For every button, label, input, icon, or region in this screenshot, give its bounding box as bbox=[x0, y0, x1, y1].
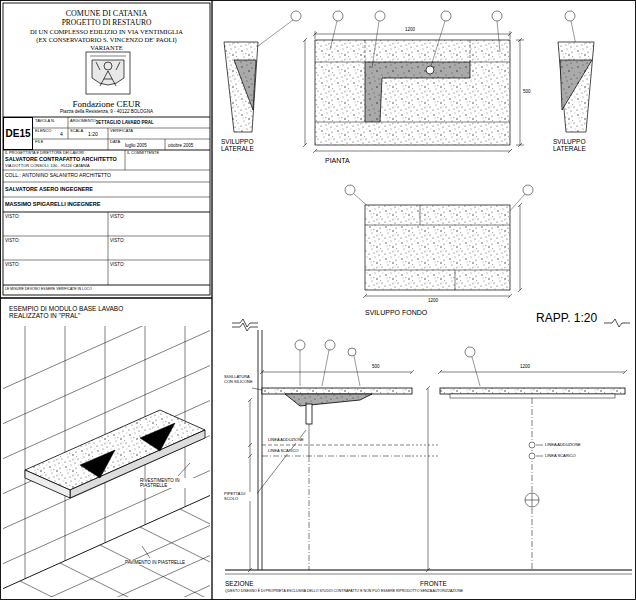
sheet-label: ARGOMENTO bbox=[70, 119, 96, 124]
sheet-label: FILE bbox=[35, 140, 43, 145]
note-label: SIGILLATURA CON SILICONE bbox=[224, 375, 257, 384]
sheet-number-box: DE15 bbox=[3, 117, 33, 150]
sheet-label: VIA DOTTOR CONSOLI, 130 - 95124 CATANIA bbox=[5, 164, 90, 169]
sheet-label: SALVATORE ASERO INGEGNERE bbox=[5, 186, 93, 192]
project-title: (EX CONSERVATORIO S. VINCENZO DE' PAOLI) bbox=[3, 36, 210, 43]
sheet-label: LE MISURE DEVONO ESSERE VERIFICATE IN LO… bbox=[5, 287, 205, 291]
dimension: 1200 bbox=[405, 27, 415, 32]
sheet-label: VISTO: bbox=[110, 238, 125, 243]
view-title: SVILUPPO LATERALE bbox=[221, 138, 271, 153]
dimension: 500 bbox=[372, 364, 380, 369]
client-name: Fondazione CEUR bbox=[3, 99, 210, 109]
dimension: 1200 bbox=[428, 298, 438, 303]
view-title: SVILUPPO LATERALE bbox=[553, 138, 603, 153]
project-title: PROGETTO DI RESTAURO bbox=[3, 19, 210, 28]
view-title: PIANTA bbox=[325, 157, 350, 165]
sheet-label: luglio 2005 bbox=[125, 143, 147, 148]
subject-field: DETTAGLIO LAVABO PRAL bbox=[95, 120, 163, 127]
view-title: FRONTE bbox=[420, 580, 447, 587]
project-title: DI UN COMPLESSO EDILIZIO IN VIA VENTIMIG… bbox=[3, 28, 210, 35]
sheet-note: QUESTO DISEGNO È DI PROPRIETÀ ESCLUSIVA … bbox=[225, 589, 630, 593]
sheet-label: IL PROGETTISTA E DIRETTORE DEI LAVORI bbox=[5, 151, 84, 155]
view-title: SEZIONE bbox=[225, 580, 254, 587]
line-label: LINEA ADDUZIONE bbox=[545, 443, 581, 448]
sheet-label: 4 bbox=[60, 132, 63, 138]
sheet-label: VERIFICATA bbox=[110, 129, 133, 134]
scale-label: RAPP. 1:20 bbox=[536, 312, 597, 326]
example-panel: ESEMPIO DI MODULO BASE LAVABO REALIZZATO… bbox=[3, 299, 210, 597]
sheet-label: SCALA bbox=[70, 129, 83, 134]
panel-heading: ESEMPIO DI MODULO BASE LAVABO REALIZZATO… bbox=[9, 305, 129, 320]
sheet-label: ELENCO bbox=[35, 129, 51, 134]
sheet-number: DE15 bbox=[4, 128, 32, 140]
sheet-label: ottobre 2005 bbox=[168, 143, 193, 148]
municipality-name: COMUNE DI CATANIA bbox=[3, 9, 210, 18]
dimension: 1200 bbox=[520, 364, 530, 369]
title-header: COMUNE DI CATANIAPROGETTO DI RESTAURODI … bbox=[3, 3, 210, 116]
sheet-label: COLL.: ANTONINO SALANITRO ARCHITETTO bbox=[5, 173, 111, 179]
revision-note: VARIANTE bbox=[3, 44, 210, 51]
line-label: LINEA SCARICO bbox=[268, 449, 299, 454]
line-label: LINEA ADDUZIONE bbox=[268, 438, 304, 443]
sheet-label: DATA bbox=[110, 140, 120, 145]
sheet-label: IL COMMITTENTE bbox=[127, 151, 159, 155]
sheet-label: VISTO: bbox=[5, 214, 20, 219]
sheet-subject: DETTAGLIO LAVABO PRAL bbox=[95, 120, 154, 125]
line-label: LINEA SCARICO bbox=[545, 454, 576, 459]
note-label: PIPETTA DI SCOLO bbox=[224, 492, 257, 501]
client-address: Piazza della Resistenza, 9 - 40122 BOLOG… bbox=[3, 109, 210, 114]
note-label: PAVIMENTO IN PIASTRELLE bbox=[125, 560, 187, 565]
view-title: SVILUPPO FONDO bbox=[365, 309, 427, 317]
sheet-label: TAVOLA N. bbox=[35, 119, 55, 124]
note-label: RIVESTIMENTO IN PIASTRELLE bbox=[140, 478, 202, 488]
sheet-label: MASSIMO SPIGARELLI INGEGNERE bbox=[5, 201, 100, 207]
sheet-label: 1:20 bbox=[88, 132, 98, 138]
sheet-label: VISTO: bbox=[5, 238, 20, 243]
sheet-label: VISTO: bbox=[110, 262, 125, 267]
sheet-label: VISTO: bbox=[5, 262, 20, 267]
dimension: 500 bbox=[523, 89, 531, 94]
sheet-label: SALVATORE CONTRAFATTO ARCHITETTO bbox=[5, 156, 117, 162]
sheet-label: VISTO: bbox=[110, 214, 125, 219]
